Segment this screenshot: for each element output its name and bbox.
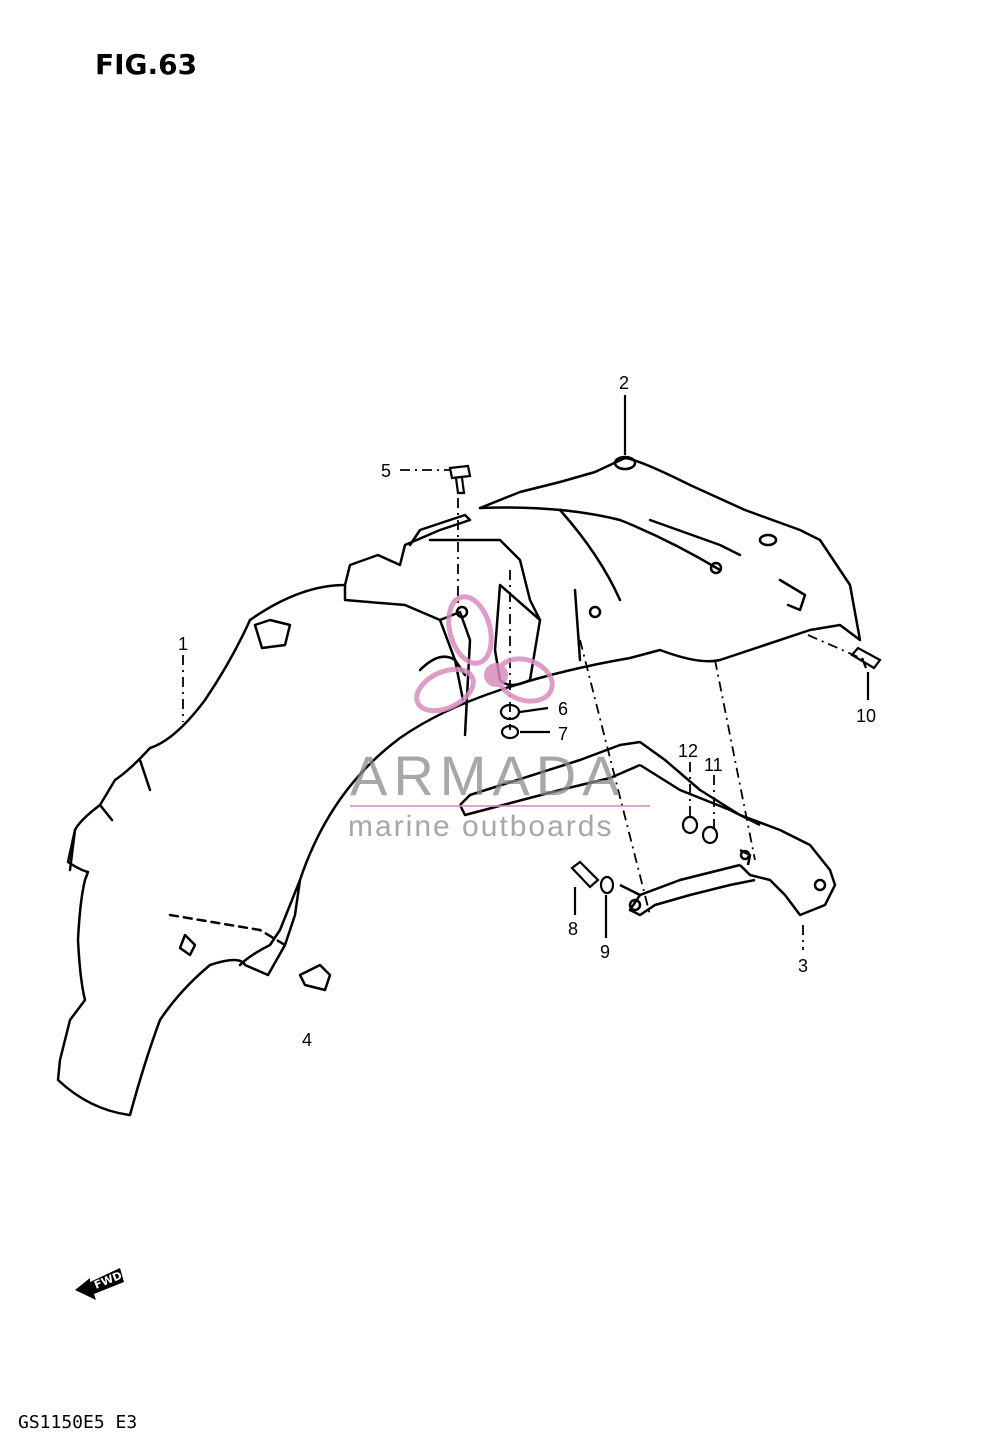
callout-4: 4 — [302, 1030, 312, 1050]
callout-5: 5 — [381, 461, 391, 481]
fasteners — [448, 395, 882, 938]
callout-6: 6 — [558, 699, 568, 719]
callout-3: 3 — [798, 956, 808, 976]
callout-labels: 1 2 3 4 5 6 7 8 9 10 11 12 — [178, 373, 876, 1050]
callout-2: 2 — [619, 373, 629, 393]
bolt-10 — [850, 646, 882, 670]
nut-6 — [499, 703, 521, 721]
nut-12 — [681, 815, 699, 835]
callout-1: 1 — [178, 634, 188, 654]
bolt-8 — [570, 860, 600, 889]
bolt-5 — [448, 464, 472, 480]
fender-bracket — [458, 740, 837, 917]
callout-12: 12 — [678, 741, 698, 761]
watermark-brand: ARMADA — [350, 744, 626, 807]
watermark-tagline: marine outboards — [348, 810, 613, 843]
forward-arrow-icon: FWD — [75, 1268, 124, 1300]
washer-11 — [701, 825, 719, 845]
watermark: ARMADA marine outboards — [348, 594, 650, 843]
washer-9 — [599, 875, 615, 895]
callout-9: 9 — [600, 942, 610, 962]
callout-8: 8 — [568, 919, 578, 939]
callout-10: 10 — [856, 706, 876, 726]
figure-title: FIG.63 — [95, 48, 197, 81]
rear-fender — [56, 455, 862, 1117]
callout-11: 11 — [704, 755, 723, 775]
drawing-code: GS1150E5 E3 — [18, 1412, 137, 1433]
leader-lines — [182, 469, 866, 950]
callout-7: 7 — [558, 724, 568, 744]
washer-7 — [500, 724, 520, 740]
propeller-logo-icon — [414, 594, 555, 714]
